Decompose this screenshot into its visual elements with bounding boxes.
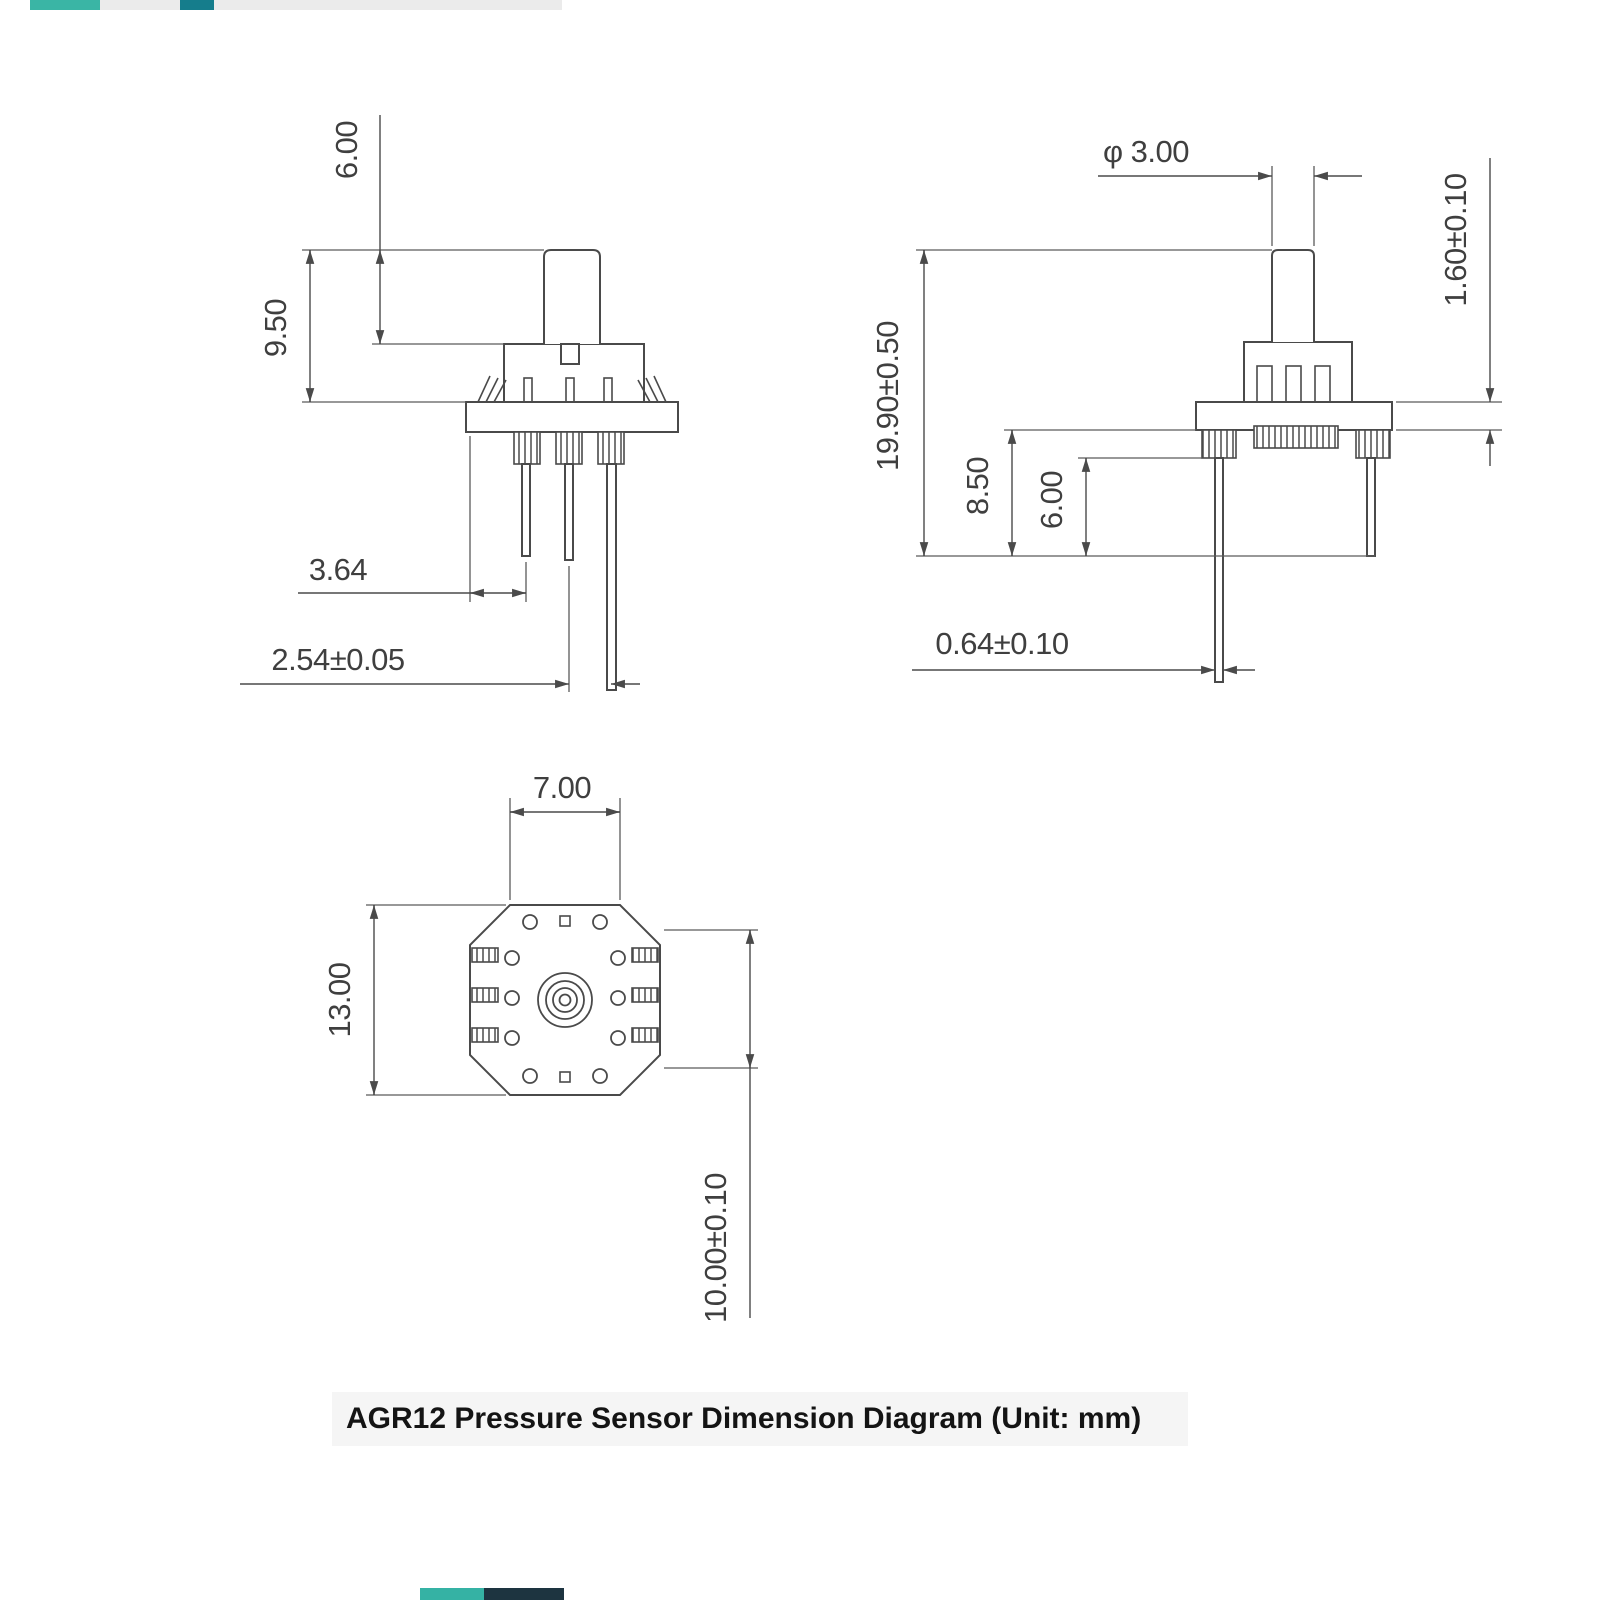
top-side-tab [631,947,659,963]
front-lead-tip [565,377,575,403]
top-dimensions [366,798,758,1318]
top-side-tab [471,1027,499,1043]
front-pin-base [597,431,625,465]
side-dim-port-diameter: φ 3.00 [1103,134,1189,169]
top-edge-dark-teal-button[interactable] [180,0,214,10]
top-part [469,904,661,1096]
front-dim-housing-height: 9.50 [258,299,293,358]
diagram-caption: AGR12 Pressure Sensor Dimension Diagram … [332,1392,1188,1446]
top-dim-hole-span: 10.00±0.10 [698,1173,733,1323]
front-port-nub [560,343,580,365]
side-dim-pin-length-long: 8.50 [960,457,995,516]
top-dim-port-width: 7.00 [533,770,592,805]
side-dim-total-height: 19.90±0.50 [870,321,905,471]
side-pin-base [1201,429,1237,459]
side-part [1195,249,1393,683]
top-view: 7.00 13.00 10.00±0.10 [322,770,758,1323]
bottom-edge-teal-button[interactable] [420,1588,484,1600]
side-pressure-port [1271,249,1315,342]
top-side-tab [631,987,659,1003]
side-ribbed-connector [1253,425,1339,449]
front-pin-base [555,431,583,465]
front-pin-base [513,431,541,465]
bottom-edge-navy-button[interactable] [484,1588,564,1600]
side-pin-base [1355,429,1391,459]
side-vent [1285,365,1302,403]
top-side-tab [631,1027,659,1043]
side-view: φ 3.00 1.60±0.10 19.90±0.50 8.50 6.00 0.… [870,134,1502,683]
front-part [465,249,679,691]
front-pressure-port [543,249,601,344]
front-spring-tabs [477,375,667,403]
front-lead-tip [523,377,533,403]
side-dim-flange-thickness: 1.60±0.10 [1438,173,1473,306]
front-lead-tip [603,377,613,403]
front-pin-long [606,463,617,691]
front-dim-port-height: 6.00 [329,121,364,180]
side-pin-long [1214,457,1224,683]
side-vent [1314,365,1331,403]
front-dim-pin-pitch: 2.54±0.05 [271,642,404,677]
side-dim-pin-thickness: 0.64±0.10 [935,626,1068,661]
side-pin-short [1366,457,1376,557]
top-side-tab [471,947,499,963]
front-view: 6.00 9.50 3.64 2.54±0.05 [240,115,679,692]
top-edge-teal-button[interactable] [30,0,100,10]
top-pin-holes [504,914,626,1084]
front-dim-pin-edge-offset: 3.64 [309,552,368,587]
top-dim-body-width: 13.00 [322,962,357,1037]
side-dimensions [912,158,1502,675]
front-pin-short [564,463,574,561]
front-dimensions [240,115,640,692]
side-body [1243,341,1353,403]
top-edge-ui-fragment [100,0,562,10]
top-center-port [537,972,593,1028]
top-side-tab [471,987,499,1003]
front-flange [465,401,679,433]
side-dim-pin-length-short: 6.00 [1034,471,1069,530]
side-vent [1256,365,1273,403]
front-pin-short [521,463,531,557]
